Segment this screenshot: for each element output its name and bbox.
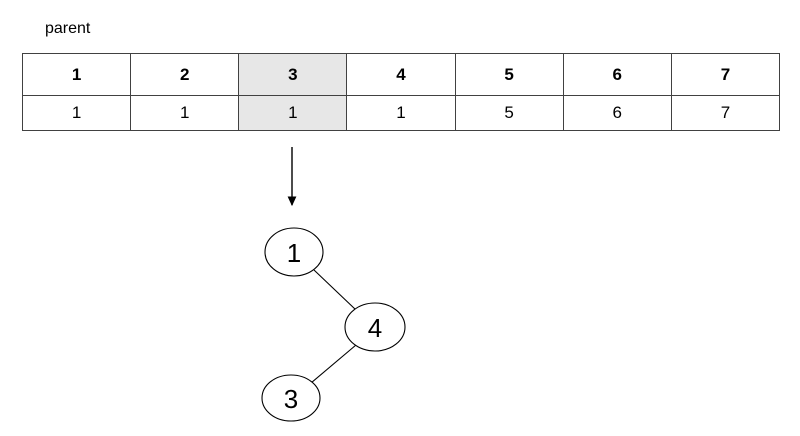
- node-1-label: 1: [287, 238, 301, 268]
- array-name-label: parent: [45, 20, 91, 37]
- node-4-label: 4: [368, 313, 382, 343]
- value-cell-2: 1: [130, 95, 240, 131]
- tree-edge-4-to-3: [310, 344, 357, 384]
- value-cell-1: 1: [21, 95, 132, 131]
- value-cell-3: 1: [238, 95, 348, 131]
- table-row-value: 1 1 1 1 5 6 7: [21, 95, 781, 131]
- node-3-label: 3: [284, 384, 298, 414]
- tree-diagram: 1 4 3: [261, 227, 406, 422]
- index-cell-6: 6: [562, 53, 672, 96]
- node-3-ellipse: [261, 374, 321, 422]
- tree-node-4: 4: [344, 302, 406, 352]
- tree-edge-1-to-4: [313, 269, 357, 311]
- index-cell-5: 5: [454, 53, 564, 96]
- index-cell-7: 7: [670, 53, 781, 96]
- down-arrow-icon: [287, 147, 297, 207]
- parent-array-table: 1 2 3 4 5 6 7 1 1 1 1 5 6 7: [21, 53, 781, 131]
- value-cell-7: 7: [670, 95, 781, 131]
- index-cell-2: 2: [130, 53, 240, 96]
- value-cell-4: 1: [346, 95, 456, 131]
- value-cell-6: 6: [562, 95, 672, 131]
- table-row-index: 1 2 3 4 5 6 7: [21, 53, 781, 96]
- node-4-ellipse: [344, 302, 406, 352]
- index-cell-4: 4: [346, 53, 456, 96]
- index-cell-3: 3: [238, 53, 348, 96]
- node-1-ellipse: [264, 227, 324, 277]
- tree-node-3: 3: [261, 374, 321, 422]
- tree-node-1: 1: [264, 227, 324, 277]
- value-cell-5: 5: [454, 95, 564, 131]
- index-cell-1: 1: [21, 53, 132, 96]
